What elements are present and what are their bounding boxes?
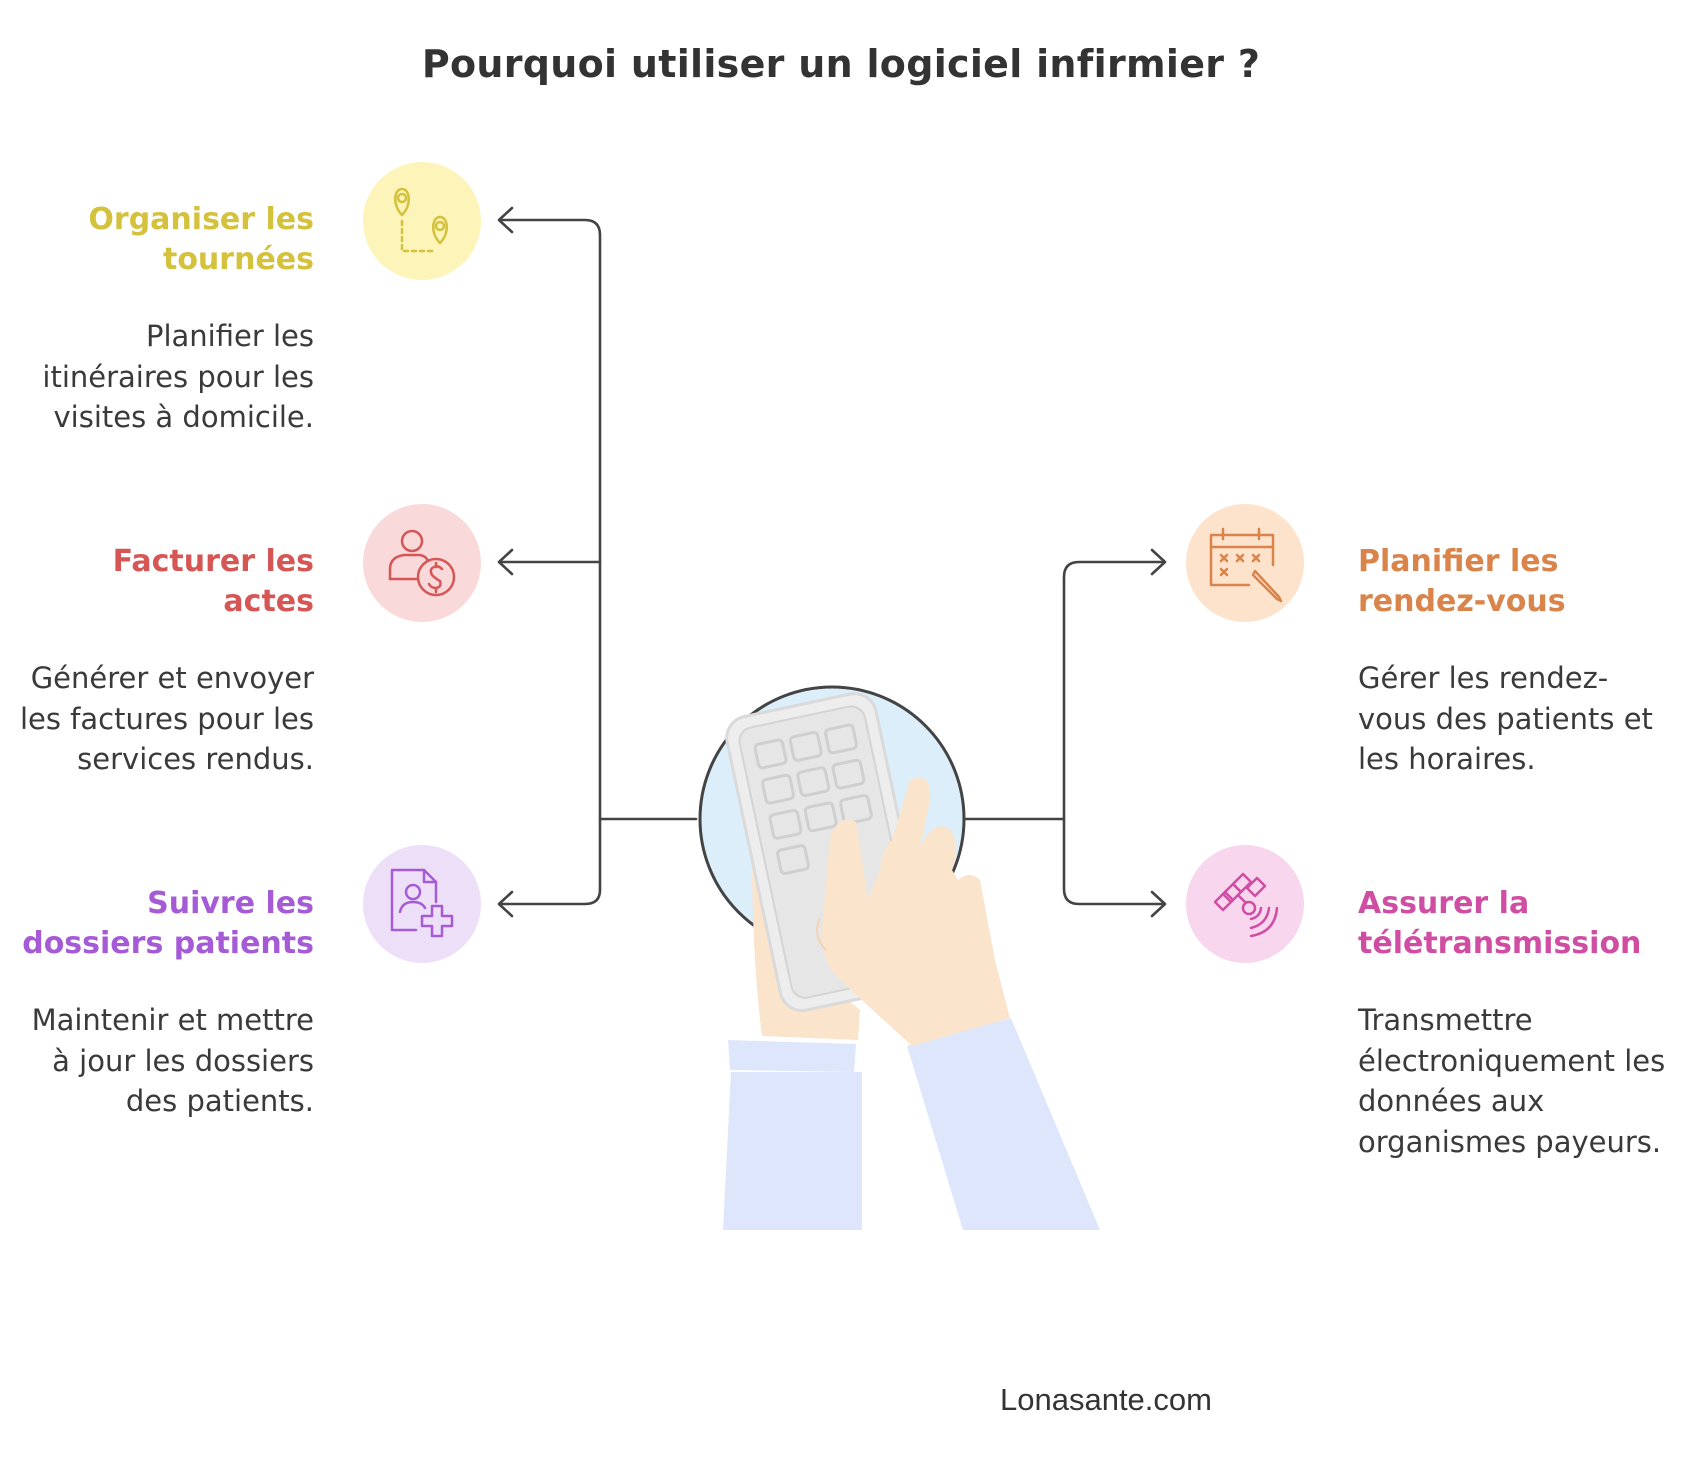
hands-holding-phone-icon [698, 685, 1100, 1230]
user-dollar-icon [388, 529, 456, 597]
page-title: Pourquoi utiliser un logiciel infirmier … [421, 42, 1261, 86]
icon-circle-teletransmission [1186, 845, 1304, 963]
item-description: Générer et envoyer les factures pour les… [19, 661, 314, 776]
item-rendez-vous: Planifier les rendez-vous Gérer les rend… [1358, 542, 1668, 780]
satellite-icon [1213, 872, 1279, 938]
item-heading: Facturer les actes [112, 544, 314, 619]
item-description: Maintenir et mettre à jour les dossiers … [31, 1003, 314, 1118]
item-dossiers: Suivre les dossiers patients Maintenir e… [14, 884, 314, 1122]
connector-bottom-right [1062, 817, 1166, 906]
item-heading: Suivre les dossiers patients [22, 886, 314, 961]
item-teletransmission: Assurer la télétransmission Transmettre … [1358, 884, 1668, 1162]
item-description: Planifier les itinéraires pour les visit… [42, 319, 314, 434]
connector-bottom-left [498, 817, 602, 906]
footer-credit: Lonasante.com [1000, 1382, 1212, 1417]
patient-file-plus-icon [390, 868, 454, 938]
icon-circle-rendez-vous [1186, 504, 1304, 622]
item-description: Gérer les rendez-vous des patients et le… [1358, 661, 1653, 776]
item-facturer: Facturer les actes Générer et envoyer le… [14, 542, 314, 780]
item-organiser: Organiser les tournées Planifier les iti… [14, 200, 314, 438]
icon-circle-dossiers [363, 845, 481, 963]
map-route-icon [394, 187, 448, 253]
item-description: Transmettre électroniquement les données… [1358, 1003, 1666, 1159]
calendar-pen-icon [1209, 527, 1283, 603]
connector-top-right [964, 560, 1166, 821]
item-heading: Assurer la télétransmission [1358, 886, 1642, 961]
connector-top-left [498, 218, 698, 821]
icon-circle-tournees [363, 162, 481, 280]
item-heading: Organiser les tournées [88, 202, 314, 277]
item-heading: Planifier les rendez-vous [1358, 544, 1566, 619]
icon-circle-facturer [363, 504, 481, 622]
